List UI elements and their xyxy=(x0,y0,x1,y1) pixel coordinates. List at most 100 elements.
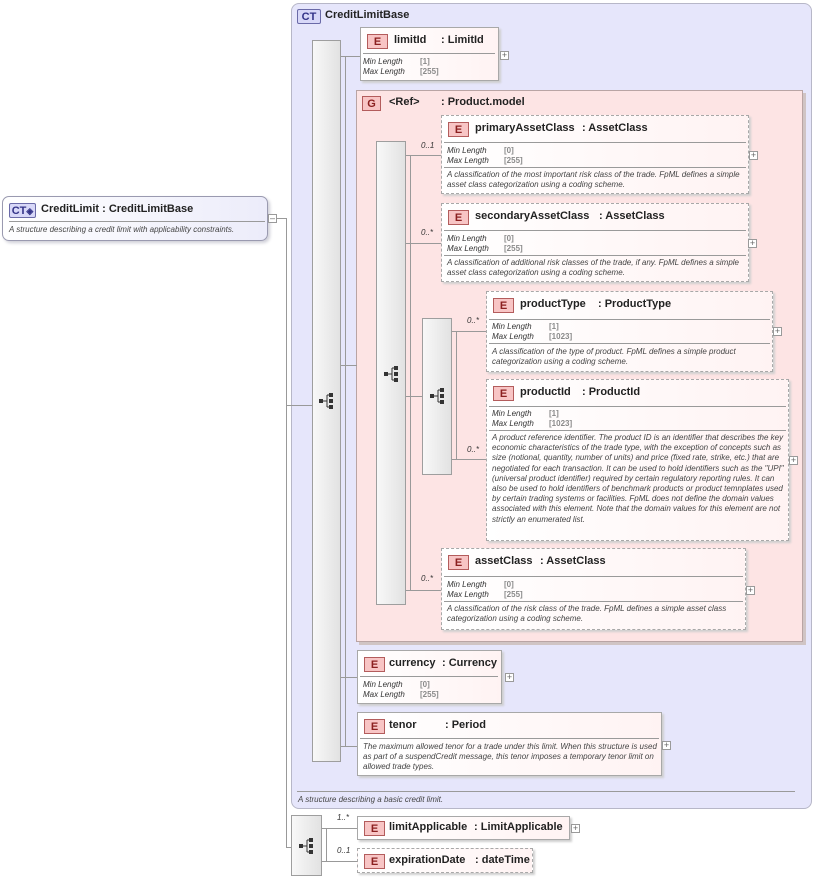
max-length-value: [1023] xyxy=(549,332,573,341)
credit-limit-base-title: CreditLimitBase xyxy=(325,9,410,21)
element-tenor[interactable]: E tenor : Period The maximum allowed ten… xyxy=(357,712,662,776)
element-secondary-asset-class[interactable]: E secondaryAssetClass : AssetClass Min L… xyxy=(441,203,749,282)
element-separator xyxy=(444,576,743,577)
connector xyxy=(277,218,287,219)
cardinality: 0..* xyxy=(467,316,480,325)
base-separator xyxy=(297,791,795,792)
expand-toggle[interactable]: + xyxy=(571,823,580,833)
group-sequence-compositor[interactable] xyxy=(376,141,406,605)
expand-toggle[interactable]: + xyxy=(505,672,514,682)
sequence-icon xyxy=(430,388,444,404)
element-asset-class[interactable]: E assetClass : AssetClass Min Length [0]… xyxy=(441,548,746,630)
connector xyxy=(322,861,357,862)
element-separator xyxy=(444,601,743,602)
min-length-value: [1] xyxy=(549,322,559,331)
min-length-label: Min Length xyxy=(447,580,487,589)
max-length-label: Max Length xyxy=(492,332,534,341)
connector xyxy=(341,365,357,366)
element-badge: E xyxy=(364,821,385,836)
min-length-label: Min Length xyxy=(447,234,487,243)
connector xyxy=(322,828,357,829)
element-currency[interactable]: E currency : Currency Min Length [0] Max… xyxy=(357,650,502,704)
element-name: productId xyxy=(520,386,571,398)
max-length-value: [255] xyxy=(504,244,523,253)
expand-toggle[interactable]: + xyxy=(748,238,757,248)
element-separator xyxy=(444,142,746,143)
element-separator xyxy=(444,230,746,231)
min-length-value: [0] xyxy=(504,146,514,155)
min-length-value: [0] xyxy=(504,580,514,589)
cardinality: 0..1 xyxy=(337,846,351,855)
expand-toggle[interactable]: + xyxy=(789,455,798,465)
max-length-label: Max Length xyxy=(447,244,489,253)
connector xyxy=(452,331,486,332)
connector xyxy=(456,331,457,459)
element-type: : Period xyxy=(445,719,486,731)
element-name: tenor xyxy=(389,719,417,731)
connector xyxy=(341,746,361,747)
element-description: A classification of the risk class of th… xyxy=(447,604,727,624)
group-type: : Product.model xyxy=(441,96,525,108)
element-separator xyxy=(360,738,659,739)
connector xyxy=(286,218,287,848)
ct-badge-root: CT◈ xyxy=(9,203,36,218)
cardinality: 0..* xyxy=(421,574,434,583)
element-separator xyxy=(489,343,770,344)
element-badge: E xyxy=(448,210,469,225)
element-product-type[interactable]: E productType : ProductType Min Length [… xyxy=(486,291,773,372)
cardinality: 0..1 xyxy=(421,141,435,150)
connector xyxy=(406,590,441,591)
element-name: expirationDate xyxy=(389,854,466,866)
max-length-value: [1023] xyxy=(549,419,573,428)
element-name: limitApplicable xyxy=(389,821,468,833)
element-description: A classification of additional risk clas… xyxy=(447,258,739,278)
min-length-value: [1] xyxy=(420,57,430,66)
element-badge: E xyxy=(364,657,385,672)
element-type: : Currency xyxy=(442,657,498,669)
expand-toggle[interactable]: + xyxy=(662,740,671,750)
min-length-value: [1] xyxy=(549,409,559,418)
credit-limit-base-desc: A structure describing a basic credit li… xyxy=(298,795,444,804)
max-length-value: [255] xyxy=(504,590,523,599)
connector xyxy=(345,56,346,746)
element-type: : LimitId xyxy=(441,34,484,46)
expand-toggle[interactable]: + xyxy=(773,326,782,336)
max-length-label: Max Length xyxy=(492,419,534,428)
element-type: : ProductId xyxy=(582,386,641,398)
element-type: : AssetClass xyxy=(540,555,606,567)
max-length-label: Max Length xyxy=(363,690,405,699)
connector xyxy=(326,828,327,861)
element-type: : dateTime xyxy=(475,854,530,866)
element-product-id[interactable]: E productId : ProductId Min Length [1] M… xyxy=(486,379,789,541)
element-primary-asset-class[interactable]: E primaryAssetClass : AssetClass Min Len… xyxy=(441,115,749,194)
credit-limit-box[interactable]: CT◈ CreditLimit : CreditLimitBase A stru… xyxy=(2,196,268,241)
cardinality: 0..* xyxy=(467,445,480,454)
root-collapse-toggle[interactable]: – xyxy=(268,213,277,223)
connector xyxy=(406,243,441,244)
sequence-icon xyxy=(299,838,313,854)
element-limit-applicable[interactable]: E limitApplicable : LimitApplicable xyxy=(357,816,570,840)
expand-toggle[interactable]: + xyxy=(746,585,755,595)
element-badge: E xyxy=(448,555,469,570)
credit-limit-title: CreditLimit : CreditLimitBase xyxy=(41,203,194,215)
element-description: A classification of the type of product.… xyxy=(492,347,736,367)
element-type: : AssetClass xyxy=(582,122,648,134)
connector xyxy=(452,459,486,460)
element-separator xyxy=(363,53,495,54)
element-separator xyxy=(489,319,770,320)
max-length-value: [255] xyxy=(420,690,439,699)
max-length-label: Max Length xyxy=(447,156,489,165)
element-limit-id[interactable]: E limitId : LimitId Min Length [1] Max L… xyxy=(360,27,499,81)
connector xyxy=(406,396,422,397)
element-separator xyxy=(444,255,746,256)
element-name: primaryAssetClass xyxy=(475,122,575,134)
credit-limit-desc: A structure describing a credit limit wi… xyxy=(9,225,235,234)
expand-toggle[interactable]: + xyxy=(749,150,758,160)
element-name: currency xyxy=(389,657,436,669)
element-badge: E xyxy=(493,386,514,401)
min-length-label: Min Length xyxy=(363,57,403,66)
element-type: : ProductType xyxy=(598,298,672,310)
element-expiration-date[interactable]: E expirationDate : dateTime xyxy=(357,848,533,873)
element-name: productType xyxy=(520,298,586,310)
expand-toggle[interactable]: + xyxy=(500,50,509,60)
